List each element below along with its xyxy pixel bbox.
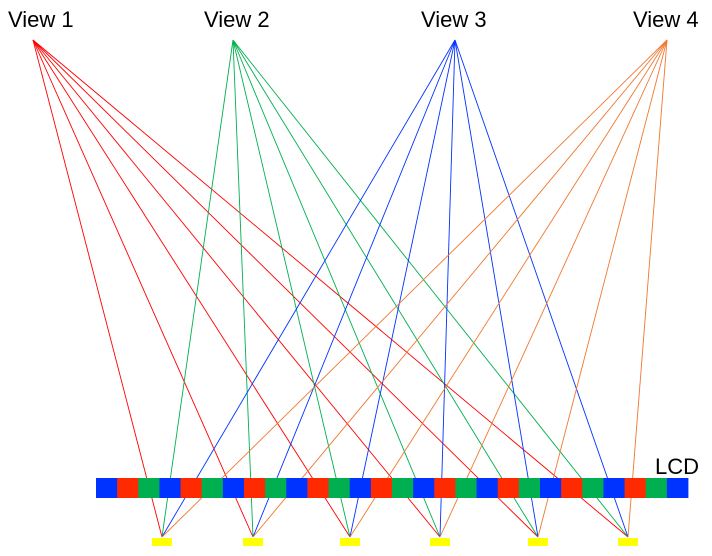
- lcd-subpixel-13: [349, 478, 372, 498]
- lens-3: [340, 538, 360, 546]
- lcd-subpixel-22: [540, 478, 562, 498]
- view-4-ray-4: [439, 39, 668, 538]
- view-4-ray-3: [349, 39, 668, 538]
- view-3-ray-1: [161, 39, 456, 538]
- lcd-subpixel-11: [307, 478, 329, 498]
- view-1-label: View 1: [8, 7, 74, 32]
- lcd-subpixel-21: [518, 478, 541, 498]
- view-1-ray-3: [32, 39, 351, 538]
- lcd-subpixel-9: [265, 478, 287, 498]
- lens-5: [528, 538, 548, 546]
- lcd-subpixel-25: [603, 478, 625, 498]
- lcd-subpixel-24: [582, 478, 604, 498]
- lcd-subpixel-18: [455, 478, 477, 498]
- lens-1: [152, 538, 172, 546]
- lcd-subpixel-10: [286, 478, 308, 498]
- view-rays: [32, 39, 668, 538]
- lens-4: [430, 538, 450, 546]
- view-3-label: View 3: [421, 7, 487, 32]
- lcd-subpixel-7: [222, 478, 245, 498]
- view-3-ray-4: [439, 39, 456, 538]
- view-2-ray-1: [161, 39, 234, 538]
- lcd-subpixel-17: [434, 478, 456, 498]
- lcd-subpixel-3: [138, 478, 160, 498]
- view-1-ray-5: [32, 39, 539, 538]
- lcd-subpixel-20: [497, 478, 520, 498]
- view-1-ray-6: [32, 39, 629, 538]
- lcd-subpixel-19: [476, 478, 499, 498]
- lcd-subpixel-1: [96, 478, 118, 498]
- view-3-ray-5: [454, 39, 539, 538]
- view-2-label: View 2: [204, 7, 270, 32]
- lcd-subpixel-15: [392, 478, 414, 498]
- view-4-ray-2: [252, 39, 668, 538]
- view-4-ray-5: [537, 39, 668, 538]
- view-2-ray-6: [232, 39, 629, 538]
- lens-6: [618, 538, 638, 546]
- view-1-ray-1: [32, 39, 163, 538]
- lcd-subpixel-27: [645, 478, 668, 498]
- view-3-ray-3: [349, 39, 456, 538]
- view-2-ray-2: [232, 39, 254, 538]
- lens-2: [243, 538, 263, 546]
- view-3-ray-6: [454, 39, 629, 538]
- view-1-ray-2: [32, 39, 254, 538]
- view-3-ray-2: [252, 39, 456, 538]
- lcd-subpixel-28: [666, 478, 689, 498]
- view-2-ray-4: [232, 39, 441, 538]
- lcd-subpixel-8: [244, 478, 266, 498]
- lcd-subpixel-26: [624, 478, 647, 498]
- lcd-pixel-strip: [96, 478, 689, 498]
- lcd-subpixel-4: [159, 478, 181, 498]
- lcd-subpixel-2: [117, 478, 139, 498]
- view-2-ray-5: [232, 39, 539, 538]
- lcd-subpixel-14: [370, 478, 393, 498]
- view-2-ray-3: [232, 39, 351, 538]
- lcd-subpixel-5: [180, 478, 203, 498]
- lcd-subpixel-6: [201, 478, 224, 498]
- view-4-ray-1: [161, 39, 668, 538]
- lcd-subpixel-12: [328, 478, 351, 498]
- view-4-ray-6: [627, 39, 668, 538]
- lcd-label: LCD: [655, 454, 700, 479]
- lens-row: [152, 538, 638, 546]
- lcd-subpixel-16: [413, 478, 435, 498]
- view-1-ray-4: [32, 39, 441, 538]
- view-4-label: View 4: [633, 7, 699, 32]
- lcd-subpixel-23: [561, 478, 583, 498]
